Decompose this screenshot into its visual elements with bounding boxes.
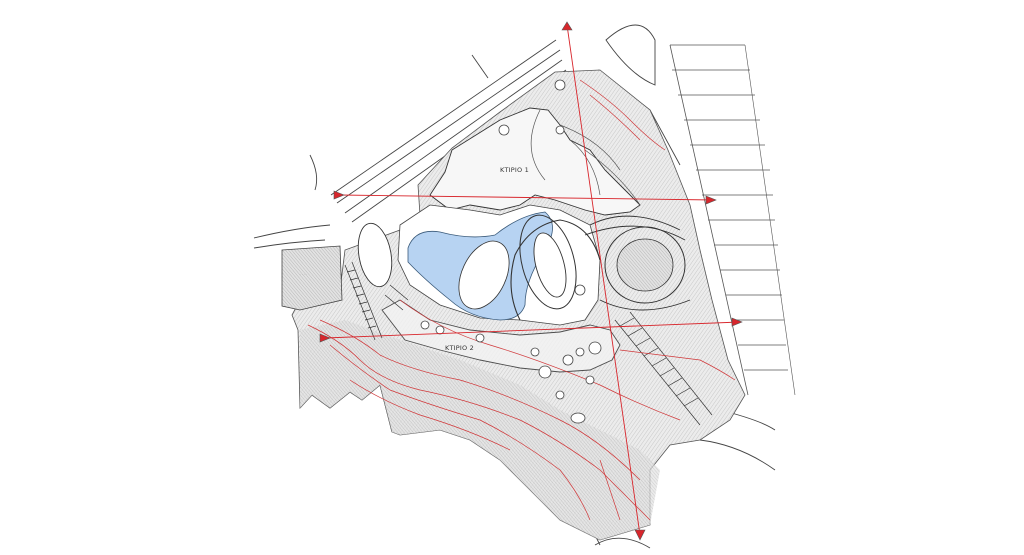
section-lines xyxy=(324,24,741,536)
west-block xyxy=(281,245,343,311)
section-markers xyxy=(319,21,743,541)
courtyard-curve xyxy=(510,219,601,321)
courtyard-oval-inner xyxy=(533,232,567,298)
east-round-inner xyxy=(616,238,674,292)
contour-lines xyxy=(307,79,736,521)
courtyard-oval xyxy=(519,214,577,310)
east-round-note: · · · · xyxy=(620,247,627,251)
west-oval xyxy=(357,222,393,288)
east-stair xyxy=(614,311,713,426)
building-1-label: ΚΤΙΡΙΟ 1 xyxy=(500,166,529,174)
west-stair xyxy=(344,261,409,341)
trees xyxy=(420,79,602,424)
west-block-note: · · · · xyxy=(300,272,307,276)
pool-island-1 xyxy=(458,240,510,310)
building-2-label: ΚΤΙΡΙΟ 2 xyxy=(445,344,474,352)
lower-slope xyxy=(300,320,660,540)
parking-stalls xyxy=(669,44,796,396)
building-1-curves xyxy=(530,109,641,206)
building-2-footprint xyxy=(381,299,621,373)
